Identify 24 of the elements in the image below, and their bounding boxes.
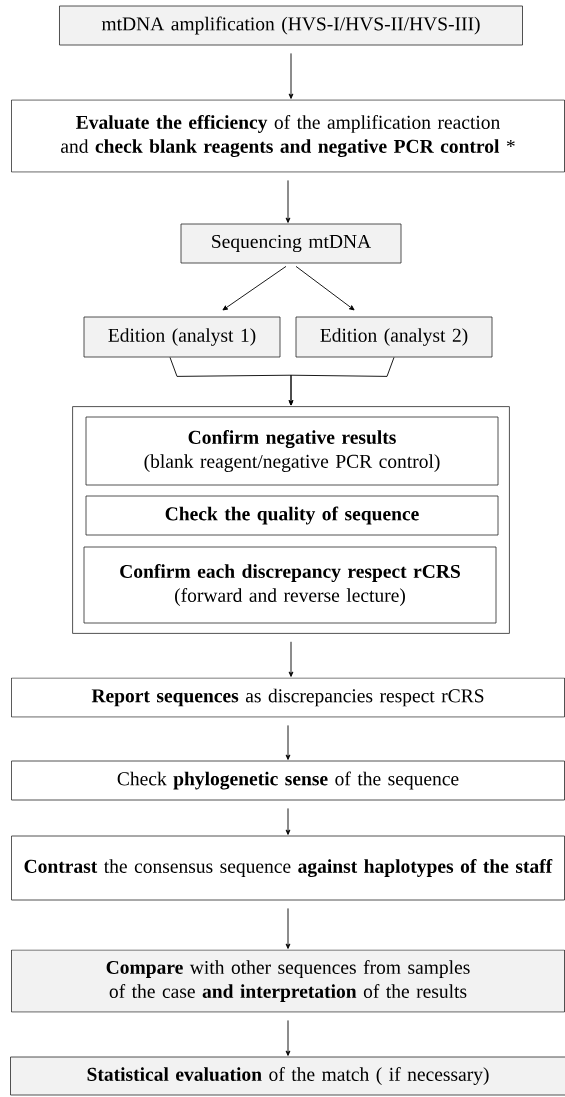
process-box: Edition (analyst 2): [295, 316, 493, 358]
process-box: Edition (analyst 1): [83, 316, 281, 358]
process-box: Sequencing mtDNA: [180, 223, 402, 264]
process-box: Report sequences as discrepancies respect rCRS: [11, 677, 565, 718]
group-box: [72, 406, 510, 634]
step-box: Confirm negative results (blank reagent/negative PCR control): [85, 416, 499, 486]
process-box: Statistical evaluation of the match ( if necessary): [10, 1056, 565, 1096]
arrow: [222, 265, 287, 311]
arrow: [295, 265, 355, 311]
step-box: Confirm each discrepancy respect rCRS (forward and reverse lecture): [83, 546, 497, 624]
arrow: [285, 724, 291, 760]
step-box: Check the quality of sequence: [85, 495, 499, 536]
arrow: [285, 807, 291, 835]
arrow: [288, 641, 294, 677]
process-box: Compare with other sequences from samples of the case and interpretation of the results: [11, 949, 565, 1013]
arrow: [288, 52, 294, 99]
arrow: [285, 1019, 291, 1056]
process-box: Check phylogenetic sense of the sequence: [11, 760, 565, 801]
arrow: [285, 907, 291, 949]
arrow: [285, 179, 291, 223]
arrow: [288, 356, 395, 406]
process-box: Contrast the consensus sequence against haplotypes of the staff: [11, 835, 565, 901]
process-box: Evaluate the efficiency of the amplification reaction and check blank reagents and negative PCR control*: [11, 99, 565, 173]
process-box: mtDNA amplification (HVS-I/HVS-II/HVS-III): [59, 5, 523, 46]
